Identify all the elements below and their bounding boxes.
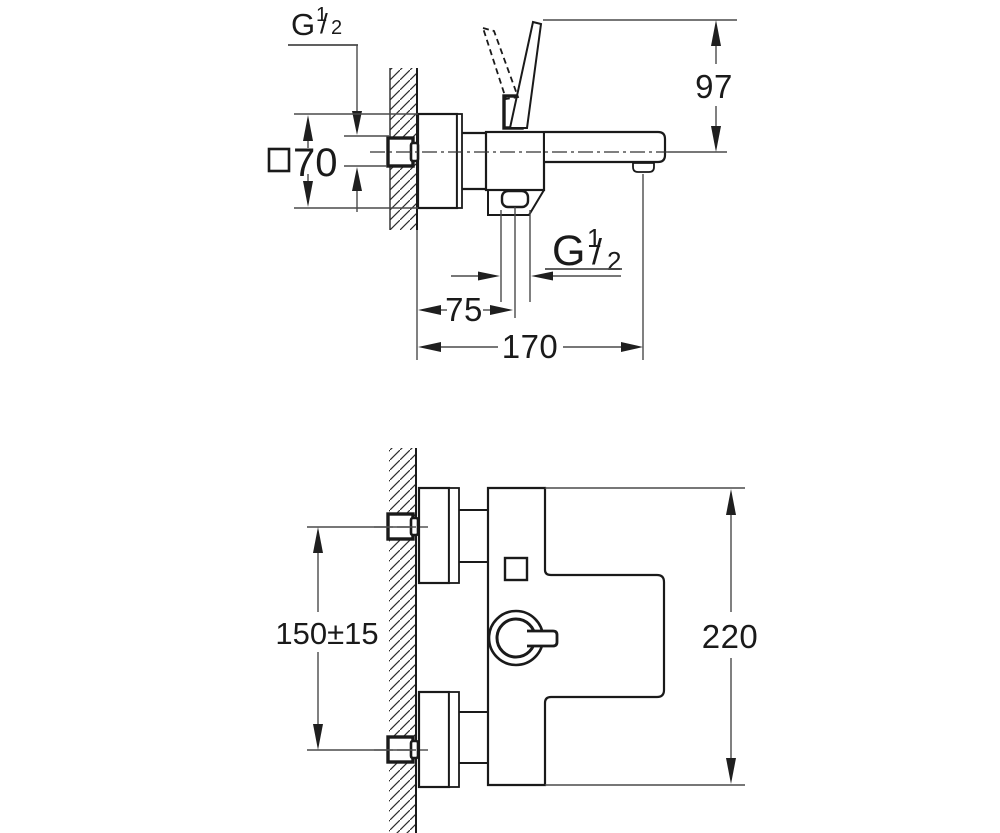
outlet-block (487, 189, 545, 216)
g-half-outlet-slash: / (592, 231, 602, 272)
outlet-nipple (500, 189, 530, 209)
dimension-220: 220 (545, 487, 759, 786)
g-half-wall-numerator: 1 (316, 4, 327, 26)
wall-section-side-view (389, 68, 418, 360)
square-dimension-symbol (267, 147, 291, 173)
spout (545, 130, 667, 164)
aerator (632, 162, 655, 173)
g-half-outlet-label: G (552, 227, 585, 275)
dimension-g-half-wall: G 1 / 2 (288, 4, 389, 212)
lever-handle (481, 20, 543, 130)
lever-dashed-position (481, 26, 520, 101)
side-view-drawing: G 1 / 2 70 9 (267, 4, 737, 365)
knob-marker (527, 629, 559, 648)
wall-union-nut (386, 136, 420, 168)
dimension-97: 97 (543, 19, 737, 153)
dimension-170-label: 170 (502, 328, 559, 365)
dimension-97-label: 97 (695, 68, 733, 105)
escutcheon-side-view (416, 112, 486, 210)
escutcheon-70-label: 70 (293, 141, 338, 185)
front-view-drawing: 150±15 220 (275, 448, 758, 833)
g-half-outlet-numerator: 1 (587, 223, 601, 253)
dimension-150: 150±15 (275, 526, 413, 751)
wall-section-front-view (389, 448, 417, 833)
g-half-wall-slash: / (320, 8, 328, 39)
body-square-button (503, 556, 529, 582)
control-knob (487, 609, 559, 667)
mixer-body-side-view (484, 130, 546, 192)
dimension-escutcheon-70: 70 (267, 113, 418, 209)
dimension-75: 75 (418, 291, 513, 328)
dimension-75-label: 75 (445, 291, 483, 328)
g-half-wall-label: G (291, 7, 315, 42)
g-half-wall-denominator: 2 (331, 17, 342, 39)
dimension-170: 170 (418, 174, 644, 365)
lever-solid-position (508, 20, 543, 129)
g-half-outlet-denominator: 2 (607, 246, 621, 276)
escutcheon-lower (417, 690, 488, 789)
mixer-body-front-view (486, 486, 666, 787)
dimension-150-label: 150±15 (275, 616, 378, 651)
dimension-g-half-outlet: G 1 / 2 (451, 207, 622, 318)
dimension-220-label: 220 (702, 618, 759, 655)
escutcheon-upper (417, 486, 488, 585)
